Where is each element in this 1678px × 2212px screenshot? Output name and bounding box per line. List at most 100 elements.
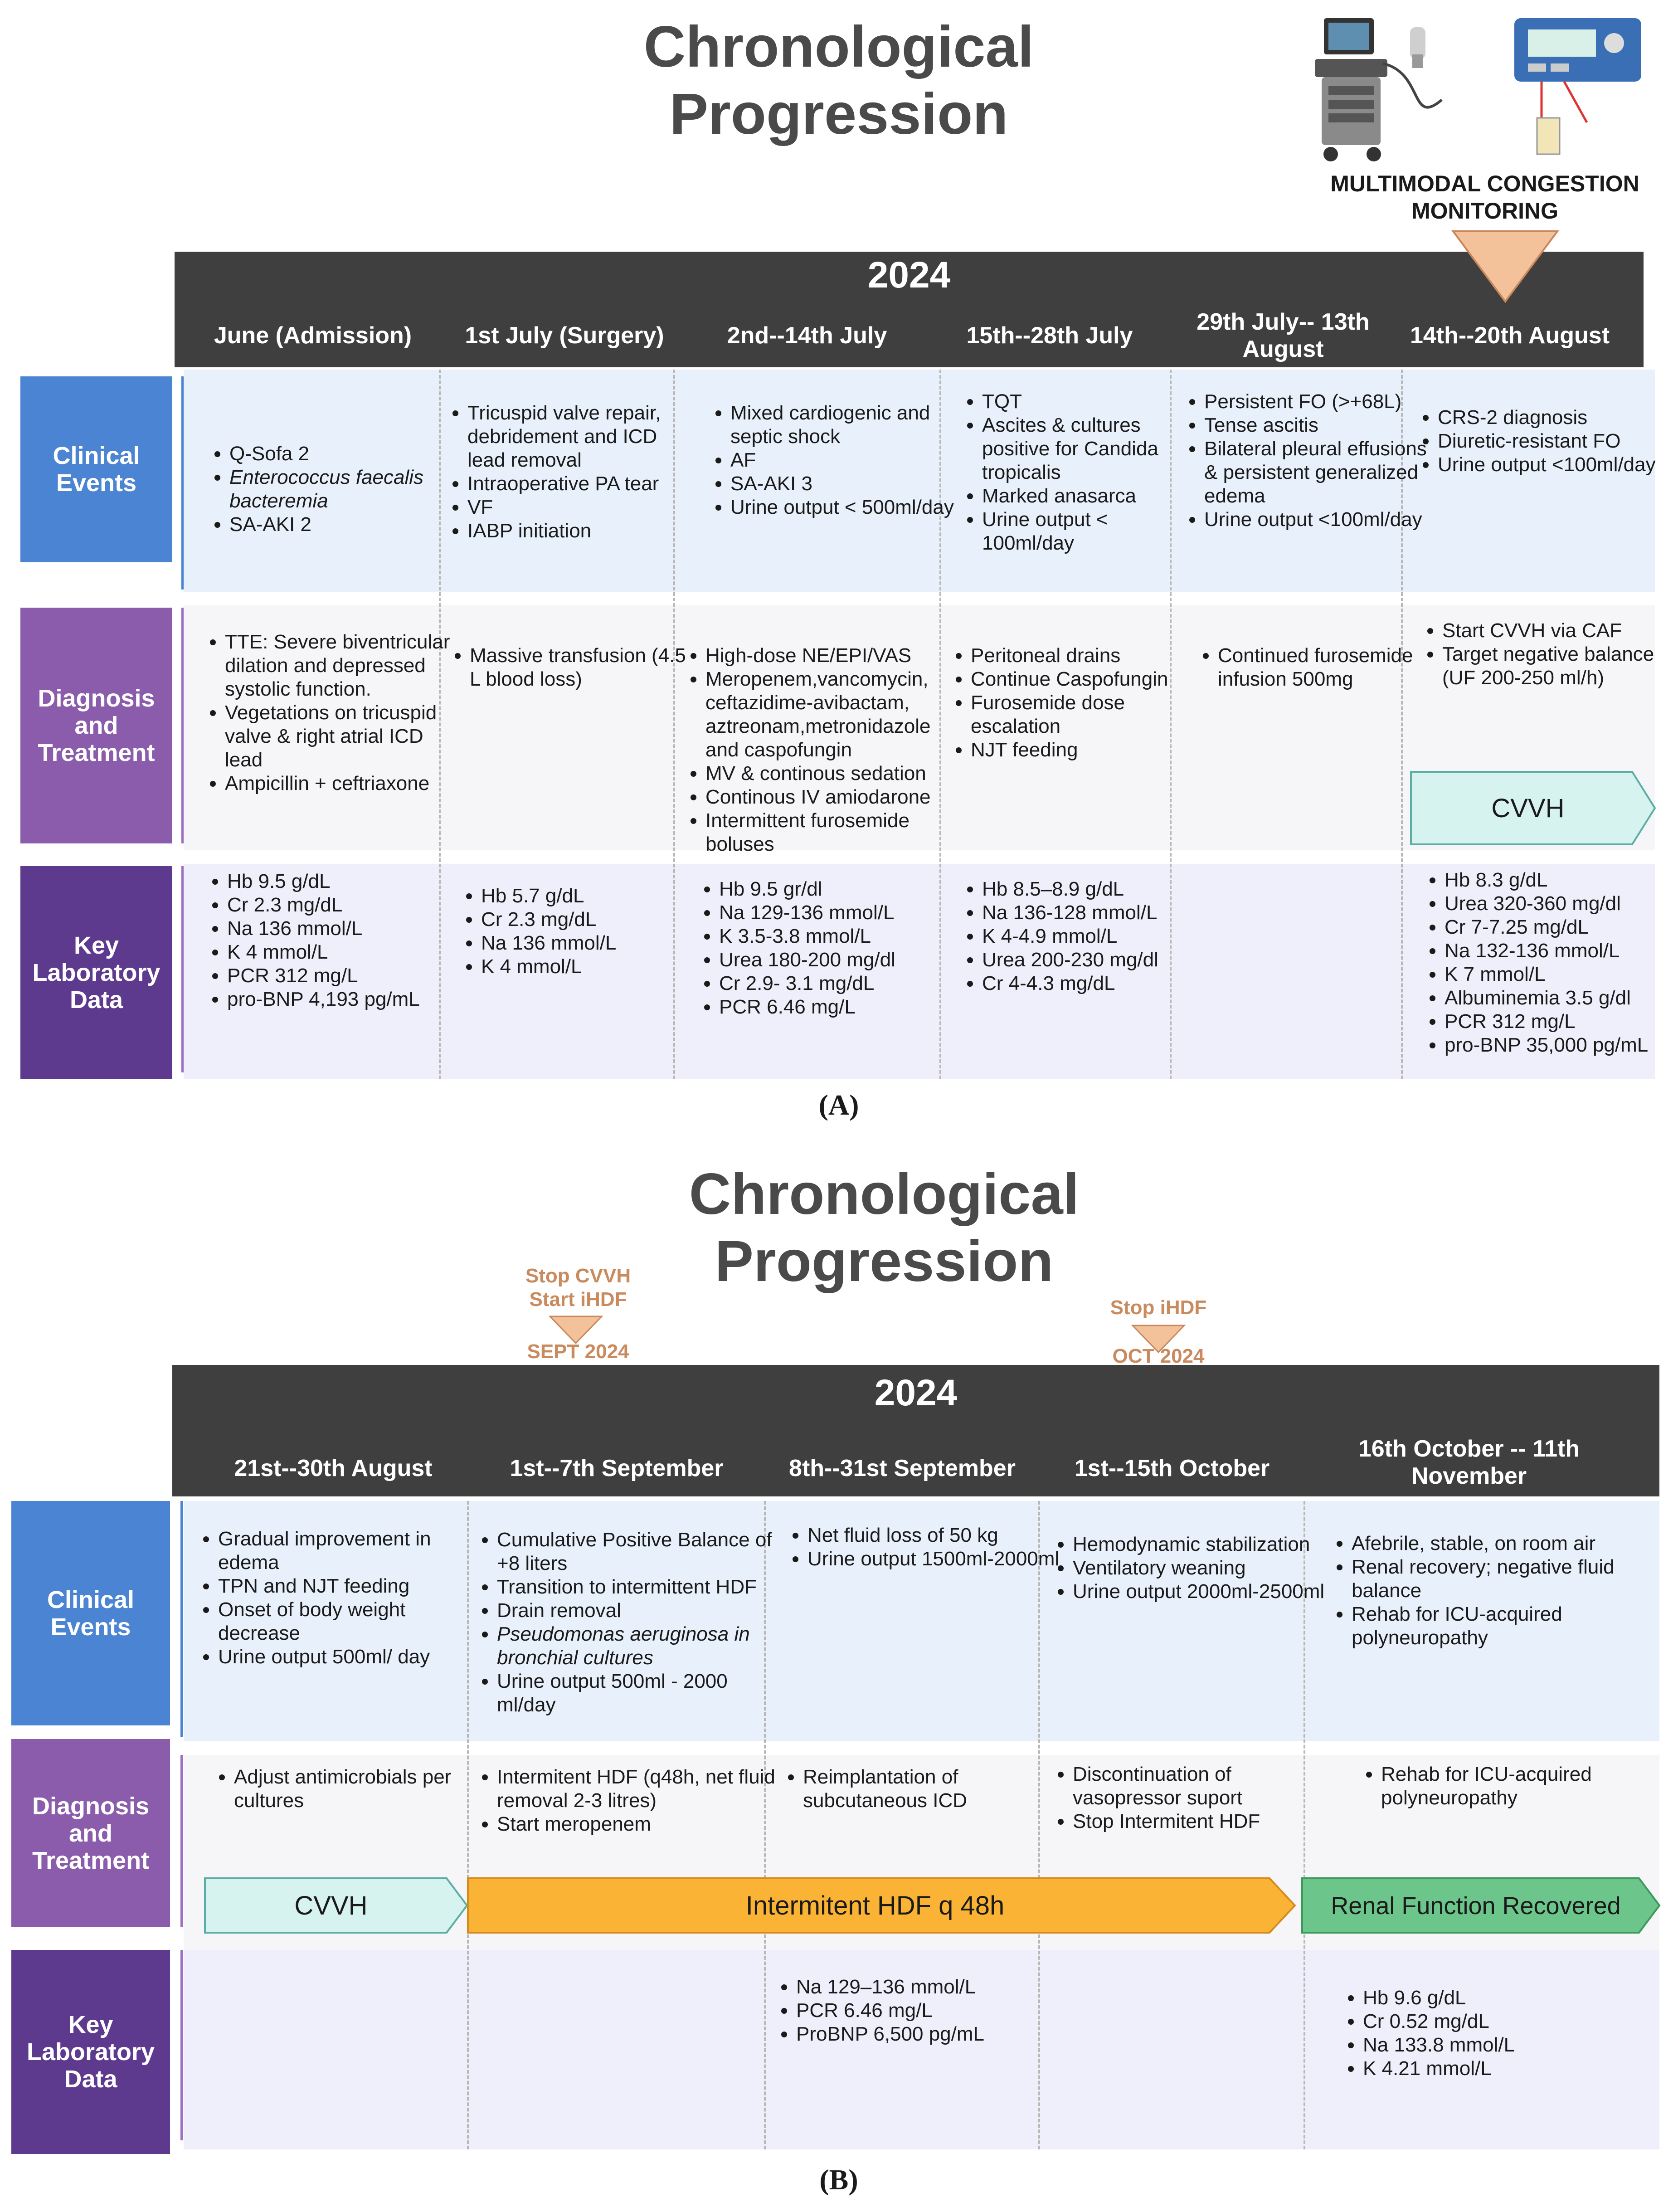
panel-a-title-line2: Progression <box>669 82 1008 146</box>
panel-b-row-label-lab: Key Laboratory Data <box>11 1950 170 2154</box>
list-item: Cr 2.3 mg/dL <box>481 908 694 931</box>
list-item: Urine output 1500ml-2000ml <box>807 1547 1064 1571</box>
monitoring-label: MULTIMODAL CONGESTION MONITORING <box>1306 170 1664 224</box>
panel-a-col-header: 14th--20th August <box>1410 322 1610 349</box>
panel-a-lab-rule <box>181 866 184 1072</box>
list-item: Rehab for ICU-acquired polyneuropathy <box>1381 1763 1617 1810</box>
list-item: Ascites & cultures positive for Candida … <box>982 414 1195 484</box>
list-item: TQT <box>982 390 1195 414</box>
panel-a-diagnosis-cell: Continued furosemide infusion 500mg <box>1192 644 1417 691</box>
monitoring-label-line1: MULTIMODAL CONGESTION <box>1330 171 1639 196</box>
list-item: Rehab for ICU-acquired polyneuropathy <box>1352 1603 1664 1650</box>
list-item: Cr 2.3 mg/dL <box>227 893 458 917</box>
monitoring-marker-triangle <box>1451 230 1559 303</box>
list-item: Reimplantation of subcutaneous ICD <box>803 1765 1057 1812</box>
intermittent-hdf-arrow-label: Intermitent HDF q 48h <box>745 1891 1005 1920</box>
monitoring-label-line2: MONITORING <box>1411 198 1559 224</box>
panel-b-lab-band <box>184 1950 1659 2149</box>
panel-a-diagnosis-cell: High-dose NE/EPI/VAS Meropenem,vancomyci… <box>680 644 964 856</box>
list-item: K 7 mmol/L <box>1445 963 1678 986</box>
list-item: TTE: Severe biventricular dilation and d… <box>225 630 463 701</box>
renal-recovered-arrow <box>1301 1877 1661 1934</box>
list-item: Mixed cardiogenic and septic shock <box>730 401 957 448</box>
list-item: Net fluid loss of 50 kg <box>807 1524 1064 1547</box>
panel-b-diagnosis-rule <box>180 1755 183 1927</box>
cvvh-arrow <box>1410 771 1656 845</box>
marker-text-line: Start iHDF <box>529 1288 627 1311</box>
panel-b-lab-rule <box>180 1950 183 2140</box>
list-item: K 4-4.9 mmol/L <box>982 925 1195 948</box>
list-item: Hb 9.5 gr/dl <box>719 877 959 901</box>
row-label-text: Diagnosis <box>32 1792 150 1820</box>
list-item: SA-AKI 3 <box>730 472 957 496</box>
row-label-text: Laboratory <box>32 959 161 986</box>
list-item: pro-BNP 4,193 pg/mL <box>227 988 458 1011</box>
panel-a-clinical-cell: Q-Sofa 2 Enterococcus faecalis bacteremi… <box>204 442 456 536</box>
panel-a-row-label-diagnosis: Diagnosis and Treatment <box>20 608 172 843</box>
panel-b-title-line1: Chronological <box>689 1162 1080 1227</box>
panel-a-diagnosis-cell: Massive transfusion (4.5 L blood loss) <box>444 644 696 691</box>
list-item: Tricuspid valve repair, debridement and … <box>467 401 699 472</box>
panel-a-clinical-cell: Mixed cardiogenic and septic shock AF SA… <box>705 401 957 519</box>
list-item: Continous IV amiodarone <box>705 785 964 809</box>
list-item: Diuretic-resistant FO <box>1438 429 1664 453</box>
panel-a-col-header: 29th July-- 13th August <box>1196 309 1370 362</box>
panel-b-clinical-cell: Net fluid loss of 50 kg Urine output 150… <box>782 1524 1064 1571</box>
list-item: Na 129-136 mmol/L <box>719 901 959 925</box>
panel-a-diagnosis-cell: Start CVVH via CAF Target negative balan… <box>1417 619 1673 690</box>
marker-stop-cvvh-label: Stop CVVH Start iHDF <box>490 1264 666 1311</box>
list-item: Na 129–136 mmol/L <box>796 1975 1064 1999</box>
list-item: Cr 4-4.3 mg/dL <box>982 972 1195 995</box>
panel-a-clinical-cell: TQT Ascites & cultures positive for Cand… <box>957 390 1195 555</box>
panel-a-diagnosis-rule <box>181 608 184 843</box>
panel-a-column-divider <box>439 370 441 1079</box>
panel-b-clinical-rule <box>180 1501 183 1737</box>
list-item: Na 136-128 mmol/L <box>982 901 1195 925</box>
list-item: Cumulative Positive Balance of +8 liters <box>497 1528 787 1575</box>
panel-b-clinical-band <box>184 1501 1659 1741</box>
list-item: Persistent FO (>+68L) <box>1204 390 1429 414</box>
list-item: SA-AKI 2 <box>229 513 456 536</box>
panel-b-column-divider <box>467 1501 469 2149</box>
list-item: K 4 mmol/L <box>481 955 694 979</box>
row-label-text: Data <box>69 986 123 1013</box>
panel-a-diagnosis-cell: TTE: Severe biventricular dilation and d… <box>199 630 463 795</box>
panel-a-year: 2024 <box>867 254 951 296</box>
panel-b-column-divider <box>764 1501 766 2149</box>
panel-a-diagnosis-cell: Peritoneal drains Continue Caspofungin F… <box>945 644 1195 762</box>
panel-b-diagnosis-cell: Intermitent HDF (q48h, net fluid removal… <box>472 1765 787 1836</box>
list-item: Hb 9.5 g/dL <box>227 870 458 893</box>
panel-b-clinical-cell: Hemodynamic stabilization Ventilatory we… <box>1047 1533 1327 1603</box>
list-item: Q-Sofa 2 <box>229 442 456 466</box>
list-item: Urea 180-200 mg/dl <box>719 948 959 972</box>
list-item: Intraoperative PA tear <box>467 472 699 496</box>
panel-b-clinical-cell: Afebrile, stable, on room air Renal reco… <box>1326 1532 1664 1650</box>
list-item: pro-BNP 35,000 pg/mL <box>1445 1033 1678 1057</box>
list-item: Hb 9.6 g/dL <box>1363 1986 1635 2010</box>
marker-stop-cvvh-triangle <box>549 1316 603 1345</box>
list-item: Ventilatory weaning <box>1073 1556 1327 1580</box>
list-item: VF <box>467 496 699 519</box>
row-label-text: Treatment <box>38 739 155 766</box>
list-item: Continued furosemide infusion 500mg <box>1218 644 1417 691</box>
panel-a-row-label-clinical: Clinical Events <box>20 376 172 562</box>
panel-b-diagnosis-cell: Reimplantation of subcutaneous ICD <box>778 1765 1057 1812</box>
list-item: Drain removal <box>497 1599 787 1622</box>
panel-b-lab-cell: Hb 9.6 g/dL Cr 0.52 mg/dL Na 133.8 mmol/… <box>1338 1986 1635 2080</box>
list-item: AF <box>730 448 957 472</box>
cvvh-arrow-b-label: CVVH <box>294 1891 368 1920</box>
list-item: Stop Intermitent HDF <box>1073 1810 1327 1833</box>
panel-b-clinical-cell: Gradual improvement in edema TPN and NJT… <box>193 1527 481 1669</box>
panel-a-col-header: 2nd--14th July <box>727 322 887 349</box>
list-item: Target negative balance (UF 200-250 ml/h… <box>1442 643 1673 690</box>
list-item: Start meropenem <box>497 1812 787 1836</box>
list-item: Na 136 mmol/L <box>227 917 458 940</box>
panel-a-clinical-cell: Tricuspid valve repair, debridement and … <box>442 401 699 543</box>
list-item: Cr 7-7.25 mg/dL <box>1445 916 1678 939</box>
row-label-text: Key <box>68 2011 113 2038</box>
cvvh-arrow-b <box>204 1877 468 1934</box>
row-label-text: Treatment <box>32 1847 150 1874</box>
list-item: Afebrile, stable, on room air <box>1352 1532 1664 1555</box>
list-item: Vegetations on tricuspid valve & right a… <box>225 701 463 772</box>
list-item: Urea 200-230 mg/dl <box>982 948 1195 972</box>
